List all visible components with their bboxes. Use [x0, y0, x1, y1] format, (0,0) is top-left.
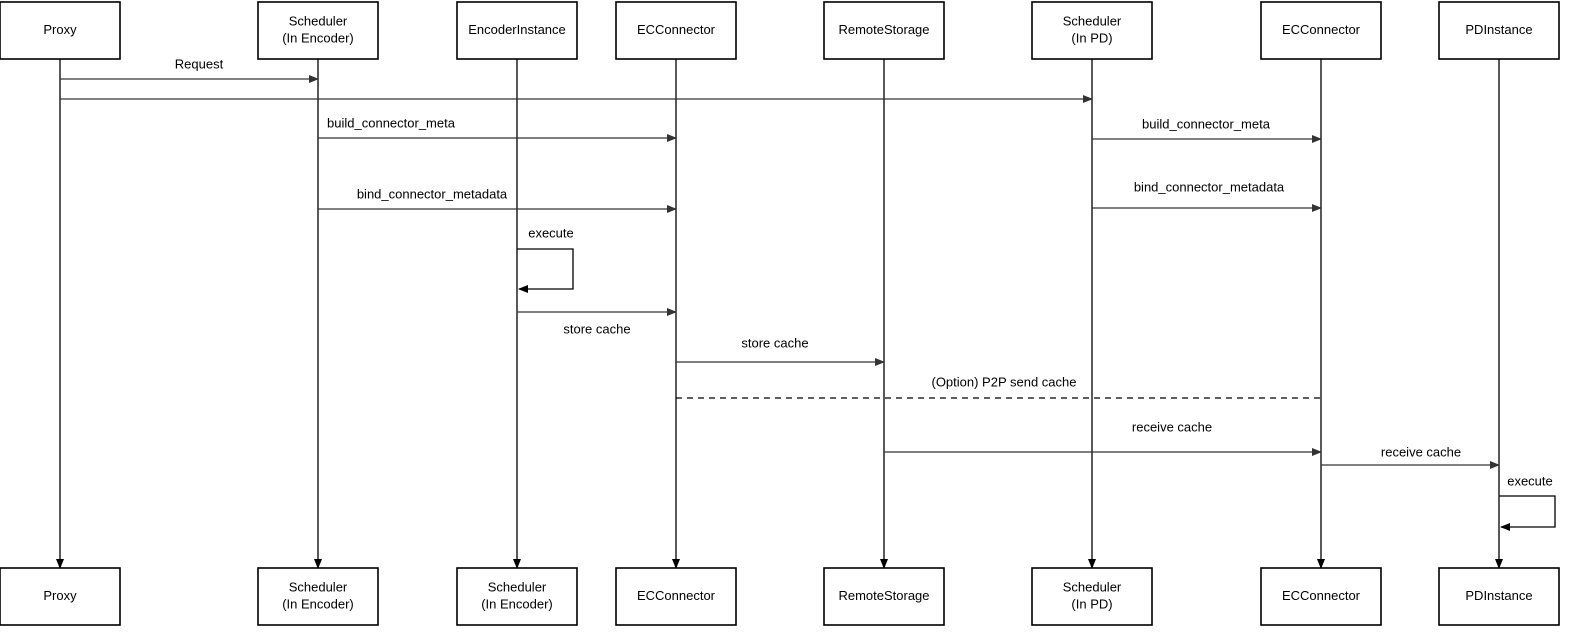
participant-box-scheduler_enc-bottom[interactable] — [257, 567, 379, 626]
self-message-s1[interactable] — [517, 248, 574, 293]
participant-box-encoder_inst-bottom[interactable] — [456, 567, 578, 626]
message-label-m1: Request — [175, 56, 224, 71]
participant-label-ec_connector_1-top: ECConnector — [637, 22, 716, 37]
participant-box-encoder_inst-top[interactable] — [456, 1, 578, 60]
self-message-label-s1: execute — [528, 225, 574, 240]
participant-label-ec_connector_2-bottom: ECConnector — [1282, 588, 1361, 603]
top-participant-boxes: Proxy Scheduler(In Encoder) EncoderInstanc… — [0, 1, 1560, 60]
participant-box-ec_connector_1-bottom[interactable] — [615, 567, 737, 626]
participant-label-scheduler_enc-bottom: Scheduler(In Encoder) — [282, 580, 354, 612]
lifelines-group — [56, 59, 1503, 569]
participant-label-remote_storage-top: RemoteStorage — [838, 22, 929, 37]
participant-box-remote_storage-top[interactable] — [823, 1, 945, 60]
message-label-m8: store cache — [741, 335, 808, 350]
participant-box-remote_storage-bottom[interactable] — [823, 567, 945, 626]
participant-label-pd_instance-top: PDInstance — [1465, 22, 1532, 37]
participant-label-scheduler_pd-bottom: Scheduler(In PD) — [1063, 580, 1122, 612]
participant-box-pd_instance-bottom[interactable] — [1438, 567, 1560, 626]
participant-box-scheduler_pd-bottom[interactable] — [1031, 567, 1153, 626]
participant-box-proxy-top[interactable] — [0, 1, 121, 60]
bottom-participant-boxes: Proxy Scheduler(In Encoder) Scheduler(In E… — [0, 567, 1560, 626]
self-message-label-s2: execute — [1507, 473, 1553, 488]
participant-label-scheduler_enc-top: Scheduler(In Encoder) — [282, 14, 354, 46]
self-message-s2[interactable] — [1499, 495, 1556, 531]
message-label-m11: receive cache — [1381, 444, 1461, 459]
message-label-m7: store cache — [563, 321, 630, 336]
participant-box-proxy-bottom[interactable] — [0, 567, 121, 626]
participant-label-pd_instance-bottom: PDInstance — [1465, 588, 1532, 603]
participant-box-ec_connector_1-top[interactable] — [615, 1, 737, 60]
message-label-m5: bind_connector_metadata — [357, 186, 508, 201]
participant-box-pd_instance-top[interactable] — [1438, 1, 1560, 60]
participant-label-encoder_inst-top: EncoderInstance — [468, 22, 566, 37]
message-label-m4: build_connector_meta — [1142, 116, 1271, 131]
message-label-m6: bind_connector_metadata — [1134, 179, 1285, 194]
participant-label-proxy-top: Proxy — [43, 22, 77, 37]
message-label-m9: (Option) P2P send cache — [931, 374, 1076, 389]
participant-box-ec_connector_2-bottom[interactable] — [1260, 567, 1382, 626]
participant-label-ec_connector_2-top: ECConnector — [1282, 22, 1361, 37]
participant-box-scheduler_pd-top[interactable] — [1031, 1, 1153, 60]
participant-label-proxy-bottom: Proxy — [43, 588, 77, 603]
message-label-m10: receive cache — [1132, 419, 1212, 434]
messages-group: Request build_connector_meta build_connect… — [60, 56, 1500, 469]
message-label-m3: build_connector_meta — [327, 115, 456, 130]
participant-box-scheduler_enc-top[interactable] — [257, 1, 379, 60]
participant-label-remote_storage-bottom: RemoteStorage — [838, 588, 929, 603]
self-messages-group: execute execute — [517, 225, 1556, 531]
participant-label-ec_connector_1-bottom: ECConnector — [637, 588, 716, 603]
participant-label-encoder_inst-bottom: Scheduler(In Encoder) — [481, 580, 553, 612]
participant-label-scheduler_pd-top: Scheduler(In PD) — [1063, 14, 1122, 46]
participant-box-ec_connector_2-top[interactable] — [1260, 1, 1382, 60]
